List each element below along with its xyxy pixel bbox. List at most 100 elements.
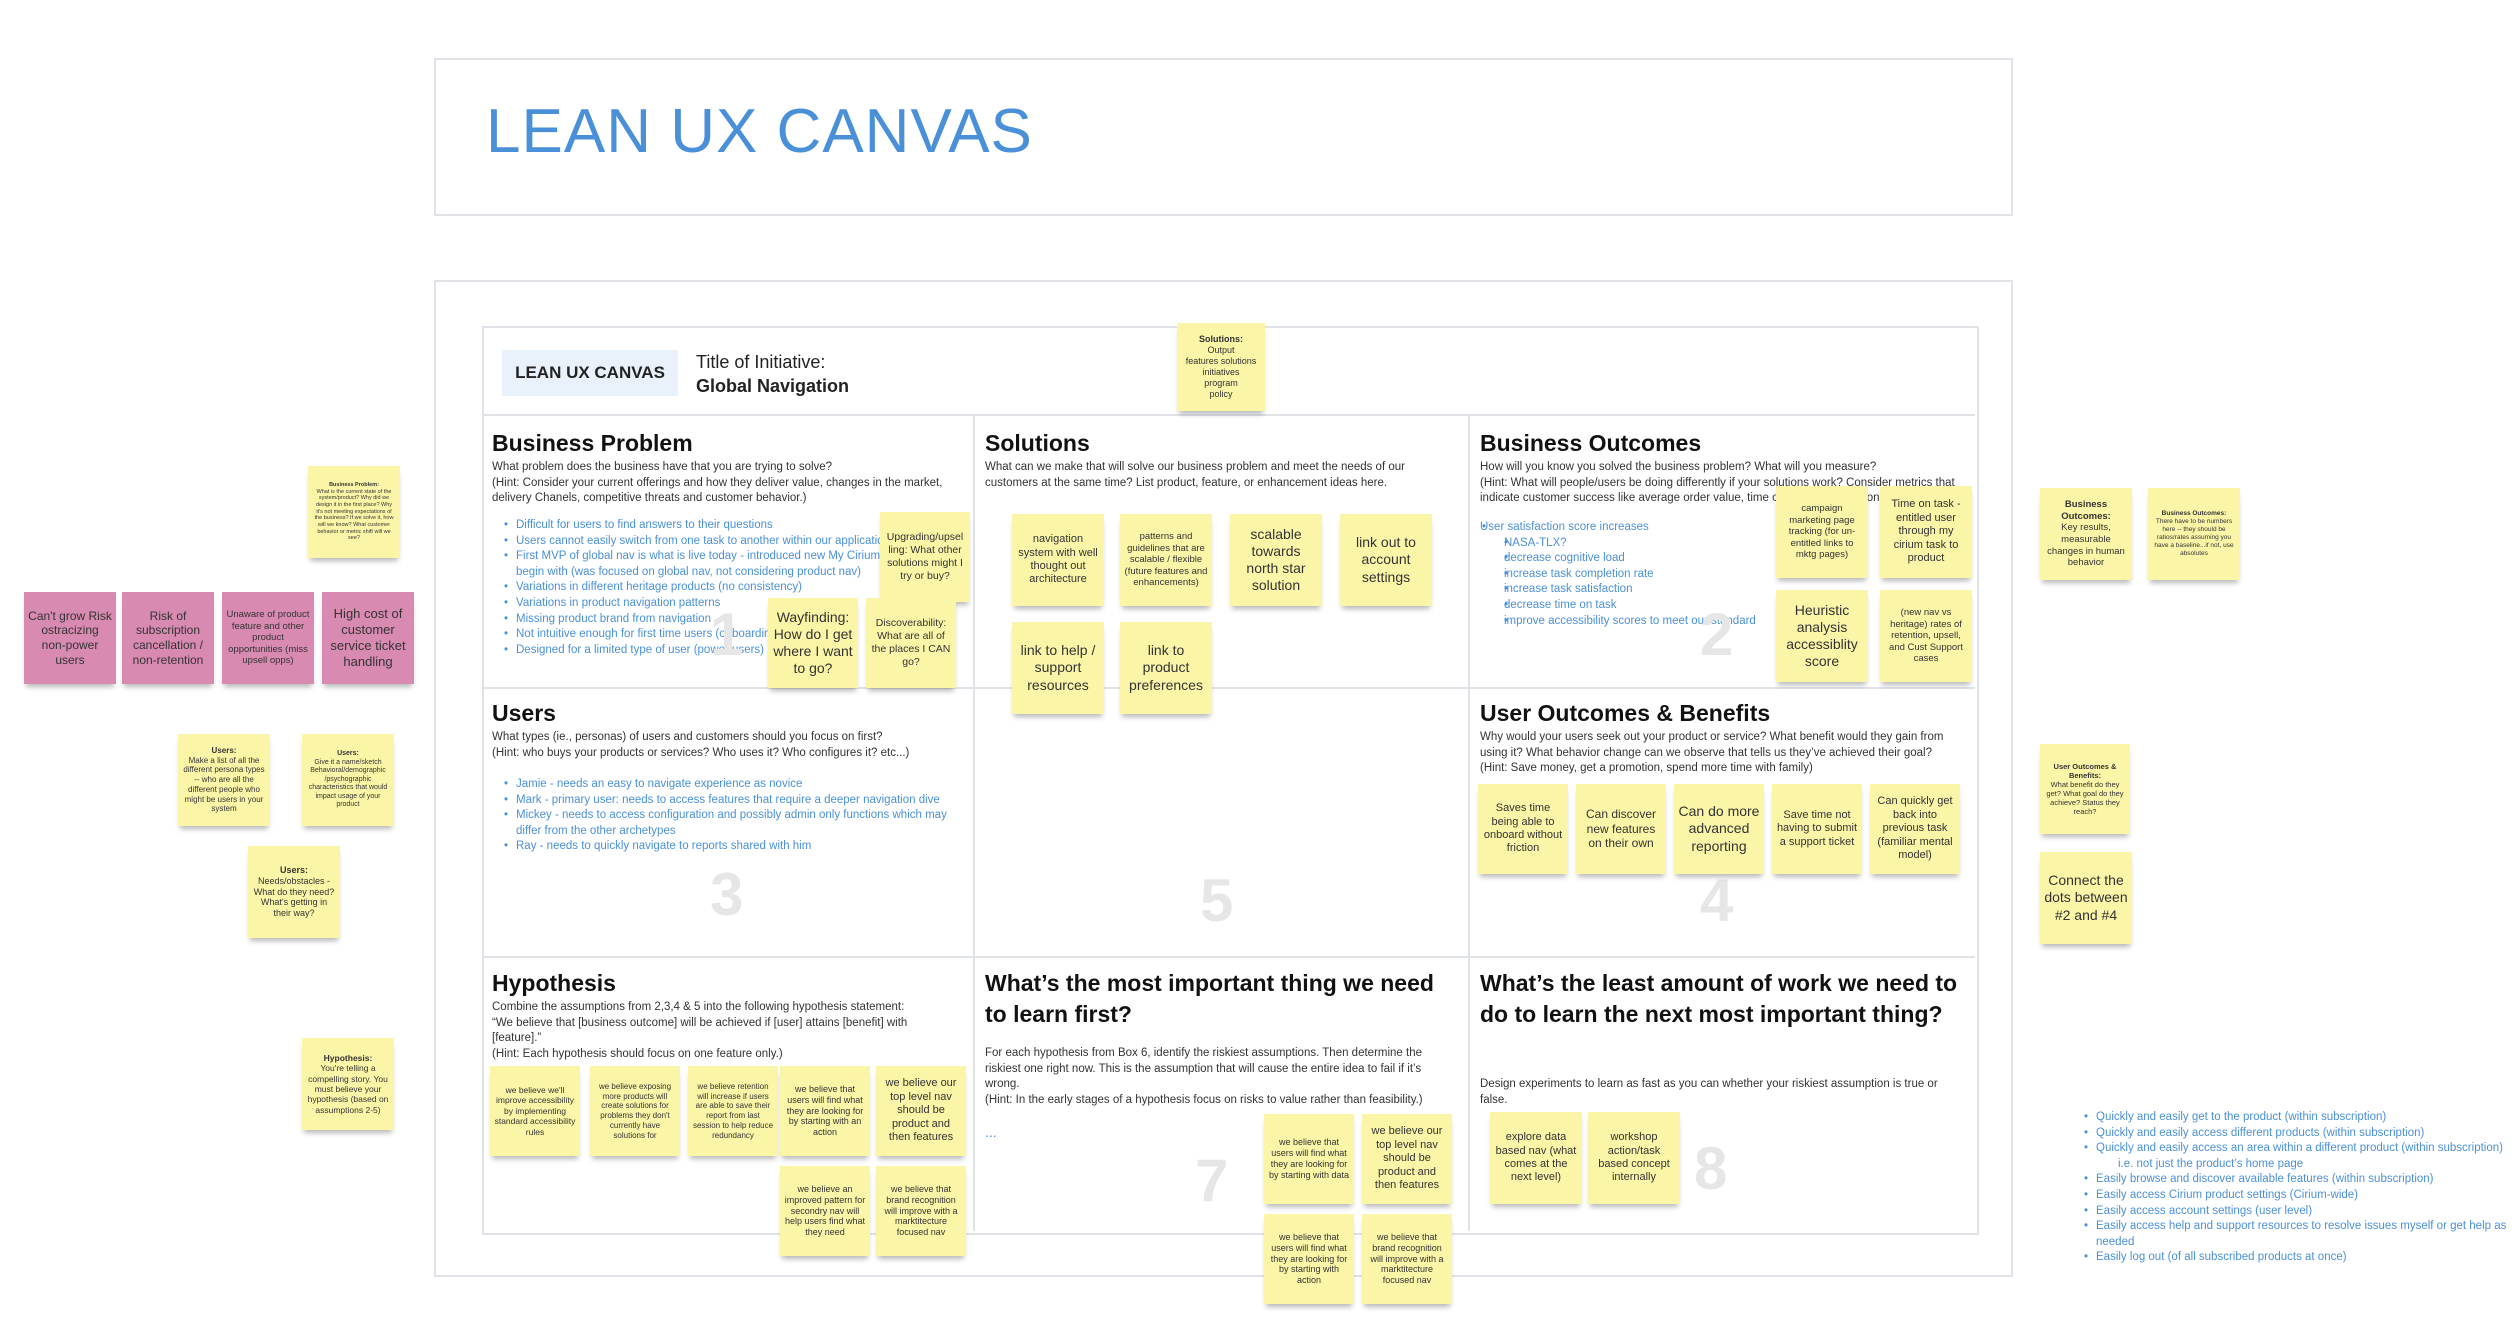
user-outcomes-title: User Outcomes & Benefits [1480, 700, 1771, 726]
sticky-note[interactable]: Users:Needs/obstacles - What do they nee… [248, 846, 340, 938]
sticky-note[interactable]: explore data based nav (what comes at th… [1490, 1112, 1582, 1204]
sticky-note[interactable]: link to help / support resources [1012, 622, 1104, 714]
sticky-note[interactable]: Heuristic analysis accessiblity score [1776, 590, 1868, 682]
grid-line [973, 414, 975, 1231]
grid-line [482, 687, 973, 689]
grid-line [482, 956, 1975, 958]
list-item: Easily access account settings (user lev… [2082, 1204, 2507, 1220]
initiative-label: Title of Initiative: [696, 352, 826, 372]
list-item: Difficult for users to find answers to t… [502, 518, 922, 534]
list-item: Easily access Cirium product settings (C… [2082, 1188, 2507, 1204]
sticky-note[interactable]: Users:Give it a name/sketch Behavioral/d… [302, 734, 394, 826]
sticky-note[interactable]: Connect the dots between #2 and #4 [2040, 852, 2132, 944]
list-item: Not intuitive enough for first time user… [502, 627, 922, 643]
sticky-note[interactable]: Business Outcomes:Key results, measurabl… [2040, 488, 2132, 580]
sticky-note[interactable]: Users:Make a list of all the different p… [178, 734, 270, 826]
list-item: decrease time on task [1480, 598, 1810, 614]
grid-line [482, 414, 1975, 416]
initiative-value[interactable]: Global Navigation [696, 376, 850, 396]
list-item: decrease cognitive load [1480, 551, 1810, 567]
business-problem-prompt: What problem does the business have that… [492, 461, 943, 504]
business-problem-title: Business Problem [492, 430, 693, 456]
business-outcomes-prompt: How will you know you solved the busines… [1480, 461, 1955, 504]
sticky-note[interactable]: Can discover new features on their own [1576, 784, 1666, 874]
list-item: NASA-TLX? [1480, 536, 1810, 552]
list-item: Quickly and easily get to the product (w… [2082, 1110, 2507, 1126]
sticky-note[interactable]: (new nav vs heritage) rates of retention… [1880, 590, 1972, 682]
sticky-note[interactable]: we believe retention will increase if us… [688, 1066, 778, 1156]
sticky-note[interactable]: Can quickly get back into previous task … [1870, 784, 1960, 874]
users-prompt: What types (ie., personas) of users and … [492, 731, 910, 759]
sticky-note[interactable]: we believe that brand recognition will i… [1362, 1214, 1452, 1304]
hypothesis-prompt: Combine the assumptions from 2,3,4 & 5 i… [492, 1001, 908, 1060]
sticky-note[interactable]: we believe that users will find what the… [1264, 1114, 1354, 1204]
sticky-note[interactable]: Business Problem:What is the current sta… [308, 466, 400, 558]
section-number: 2 [1700, 601, 1734, 668]
list-item: First MVP of global nav is what is live … [502, 549, 922, 580]
least-work-prompt: Design experiments to learn as fast as y… [1480, 1078, 1938, 1106]
business-outcomes-title: Business Outcomes [1480, 430, 1702, 456]
list-item: Easily log out (of all subscribed produc… [2082, 1250, 2507, 1266]
grid-line [482, 687, 1975, 689]
sticky-note[interactable]: Risk of subscription cancellation / non-… [122, 592, 214, 684]
sticky-note[interactable]: Saves time being able to onboard without… [1478, 784, 1568, 874]
sticky-note[interactable]: scalable towards north star solution [1230, 514, 1322, 606]
hypothesis-title: Hypothesis [492, 970, 616, 996]
sticky-note[interactable]: Unaware of product feature and other pro… [222, 592, 314, 684]
sticky-note[interactable]: patterns and guidelines that are scalabl… [1120, 514, 1212, 606]
list-item: Mark - primary user: needs to access fea… [502, 793, 957, 809]
section-number: 7 [1195, 1147, 1229, 1214]
page-title: LEAN UX CANVAS [486, 97, 1033, 166]
sticky-note[interactable]: we believe our top level nav should be p… [1362, 1114, 1452, 1204]
sticky-note[interactable]: navigation system with well thought out … [1012, 514, 1104, 606]
sticky-note[interactable]: we believe we'll improve accessibility b… [490, 1066, 580, 1156]
business-problem-list: Difficult for users to find answers to t… [502, 518, 922, 658]
sticky-note[interactable]: Can do more advanced reporting [1674, 784, 1764, 874]
sticky-note[interactable]: Hypothesis:You're telling a compelling s… [302, 1038, 394, 1130]
list-item: i.e. not just the product’s home page [2118, 1157, 2304, 1170]
sticky-note[interactable]: link to product preferences [1120, 622, 1212, 714]
list-item: Mickey - needs to access configuration a… [502, 808, 957, 839]
least-work-title: What’s the least amount of work we need … [1480, 970, 1958, 1027]
sticky-note[interactable]: Solutions:Output features solutions init… [1177, 323, 1265, 411]
title-frame [434, 58, 2013, 216]
sticky-note[interactable]: Discoverability: What are all of the pla… [866, 598, 956, 688]
users-list: Jamie - needs an easy to navigate experi… [502, 777, 957, 855]
sticky-note[interactable]: Save time not having to submit a support… [1772, 784, 1862, 874]
sticky-note[interactable]: Upgrading/upsel ling: What other solutio… [880, 512, 970, 602]
list-item: Quickly and easily access an area within… [2082, 1141, 2507, 1157]
sticky-note[interactable]: link out to account settings [1340, 514, 1432, 606]
sticky-note[interactable]: Wayfinding: How do I get where I want to… [768, 598, 858, 688]
list-item: User satisfaction score increases [1480, 520, 1810, 536]
sticky-note[interactable]: we believe an improved pattern for secon… [780, 1166, 870, 1256]
sticky-note[interactable]: campaign marketing page tracking (for un… [1776, 486, 1868, 578]
sticky-note[interactable]: we believe that users will find what the… [1264, 1214, 1354, 1304]
sticky-note[interactable]: we believe that brand recognition will i… [876, 1166, 966, 1256]
list-item: improve accessibility scores to meet our… [1480, 614, 1810, 630]
solutions-title: Solutions [985, 430, 1090, 456]
sticky-note[interactable]: Time on task - entitled user through my … [1880, 486, 1972, 578]
grid-line [1468, 414, 1470, 1231]
sticky-note[interactable]: we believe that users will find what the… [780, 1066, 870, 1156]
list-item: Quickly and easily access different prod… [2082, 1126, 2507, 1142]
list-item: Designed for a limited type of user (pow… [502, 643, 922, 659]
list-item: Users cannot easily switch from one task… [502, 534, 922, 550]
list-item: Easily browse and discover available fea… [2082, 1172, 2507, 1188]
learn-first-ellipsis: ... [985, 1124, 997, 1140]
list-item: Easily access help and support resources… [2082, 1219, 2507, 1250]
sticky-note[interactable]: User Outcomes & Benefits:What benefit do… [2040, 744, 2130, 834]
sticky-note[interactable]: workshop action/task based concept inter… [1588, 1112, 1680, 1204]
sticky-note[interactable]: we believe exposing more products will c… [590, 1066, 680, 1156]
list-item: Missing product brand from navigation [502, 612, 922, 628]
list-item: increase task completion rate [1480, 567, 1810, 583]
sticky-note[interactable]: High cost of customer service ticket han… [322, 592, 414, 684]
right-benefits-list: Quickly and easily get to the product (w… [2082, 1110, 2507, 1266]
users-title: Users [492, 700, 556, 726]
list-item: Jamie - needs an easy to navigate experi… [502, 777, 957, 793]
list-item: Variations in different heritage product… [502, 580, 922, 596]
list-item: increase task satisfaction [1480, 582, 1810, 598]
sticky-note[interactable]: we believe our top level nav should be p… [876, 1066, 966, 1156]
sticky-note[interactable]: Can't grow Risk ostracizing non-power us… [24, 592, 116, 684]
list-item: Variations in product navigation pattern… [502, 596, 922, 612]
sticky-note[interactable]: Business Outcomes:There have to be numbe… [2148, 488, 2240, 580]
